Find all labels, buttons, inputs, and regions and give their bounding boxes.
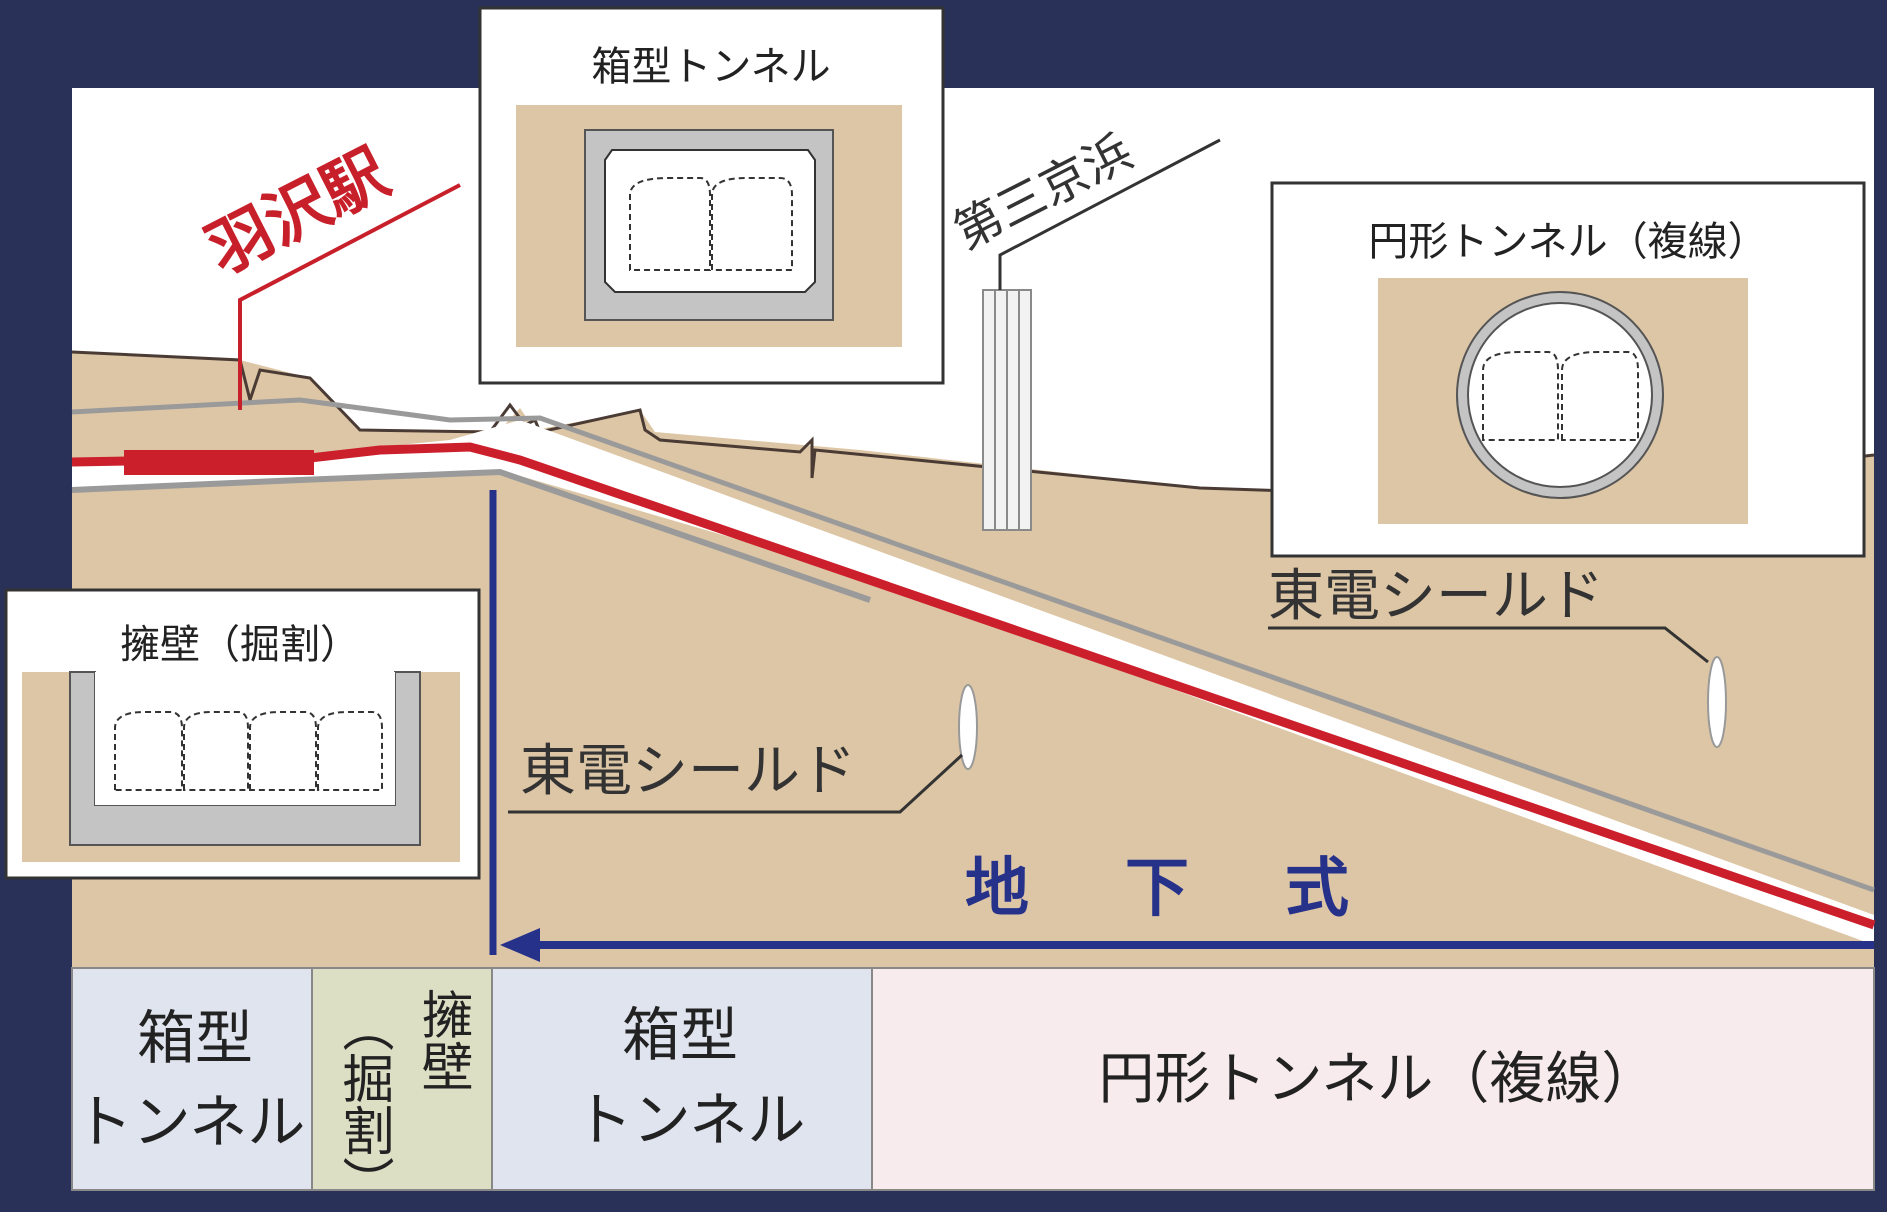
inset-box-tunnel: 箱型トンネル bbox=[478, 6, 945, 385]
corridor-upper-edge bbox=[71, 397, 1875, 893]
shield-label-left: 東電シールド bbox=[520, 739, 856, 804]
strip-seg-wall bbox=[311, 967, 493, 1191]
shield-label-right: 東電シールド bbox=[1268, 564, 1604, 629]
inset-retaining-wall-title: 擁壁（掘割） bbox=[120, 622, 360, 668]
inset-circular-tunnel-title: 円形トンネル（複線） bbox=[1368, 219, 1767, 265]
strip-seg-box-1 bbox=[71, 967, 313, 1191]
bottom-strip: 箱型 トンネル 擁壁 （掘割） 箱型 トンネル 円形トンネル（複線） bbox=[71, 967, 1875, 1208]
strip-seg2-col-right: 擁壁 bbox=[412, 988, 472, 1092]
shield-leader-left bbox=[508, 753, 964, 814]
shield-leader-right bbox=[1268, 626, 1709, 664]
strip-seg-box-2 bbox=[491, 967, 873, 1191]
inset-box-tunnel-title: 箱型トンネル bbox=[591, 44, 830, 90]
strip-seg3-line2: トンネル bbox=[575, 1086, 806, 1154]
strip-seg1-line1: 箱型 bbox=[137, 1004, 253, 1072]
inset-retaining-wall: 擁壁（掘割） bbox=[4, 588, 481, 880]
underground-char-2: 下 bbox=[1125, 852, 1189, 926]
shield-tunnel-left bbox=[958, 684, 978, 770]
strip-seg1-line2: トンネル bbox=[75, 1088, 306, 1156]
expressway-pier bbox=[982, 289, 1032, 531]
expressway-leader-line bbox=[998, 138, 1221, 290]
underground-char-3: 式 bbox=[1285, 852, 1349, 926]
strip-seg4-label: 円形トンネル（複線） bbox=[1099, 1047, 1658, 1112]
strip-seg2-col-left: （掘割） bbox=[333, 1000, 393, 1207]
corridor-lower-edge bbox=[71, 468, 871, 603]
station-track-bar bbox=[124, 450, 314, 475]
underground-char-1: 地 bbox=[965, 852, 1029, 926]
strip-seg-circle bbox=[871, 967, 1875, 1191]
strip-seg3-line1: 箱型 bbox=[622, 1001, 738, 1069]
shield-tunnel-right bbox=[1707, 656, 1727, 748]
station-leader-line bbox=[238, 183, 461, 410]
underground-arrow-head bbox=[500, 928, 540, 962]
inset-circular-tunnel: 円形トンネル（複線） bbox=[1270, 181, 1866, 558]
